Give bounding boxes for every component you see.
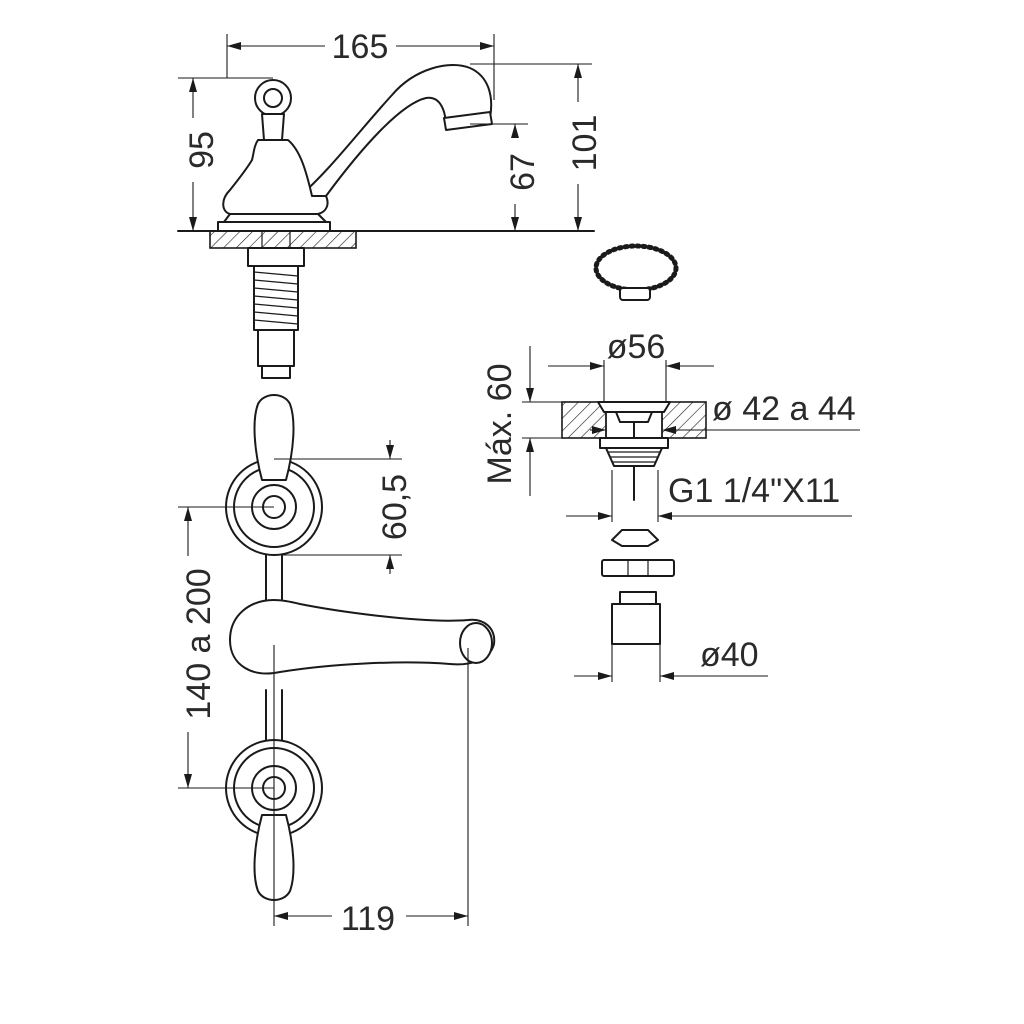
label-thread-spec: G1 1/4"X11: [668, 472, 840, 510]
dimension-lever-reach: 119: [273, 645, 469, 938]
label-total-height: 101: [566, 115, 604, 172]
handle-stem: [261, 113, 285, 141]
label-lever-reach: 119: [341, 900, 395, 938]
spout: [299, 64, 493, 197]
base-plate: [217, 221, 331, 232]
dimension-centers-range: 140 a 200: [178, 506, 274, 789]
handle-ring-hole: [263, 88, 283, 108]
drain-nut: [599, 437, 669, 449]
drain-flange: [597, 401, 671, 413]
dimension-spout-clearance: 67: [470, 123, 542, 231]
base-flange: [223, 213, 327, 223]
tailpiece: [611, 603, 661, 645]
shank-threads: [253, 231, 299, 325]
lock-nut: [247, 247, 305, 267]
inlet-tube: [257, 329, 295, 367]
drain-threads: [608, 451, 660, 463]
label-max-thickness: Máx. 60: [481, 364, 519, 485]
label-handle-height: 95: [183, 131, 221, 169]
friction-washer: [601, 559, 675, 577]
label-spout-clearance: 67: [504, 153, 542, 191]
rubber-washer: [611, 529, 659, 547]
dimension-spout-length: 165: [226, 28, 495, 100]
dimension-hole-diameter: ø 42 a 44: [590, 390, 860, 434]
faucet-side-view: [177, 64, 595, 379]
dimension-max-thickness: Máx. 60: [481, 346, 600, 496]
dimension-thread-spec: G1 1/4"X11: [566, 470, 852, 522]
tailpiece-top: [619, 591, 657, 605]
dimension-handle-height: 95: [178, 77, 273, 231]
dimension-escutcheon-height: 60,5: [274, 440, 414, 574]
dimension-outlet-diameter: ø40: [574, 636, 768, 682]
spout-aerator-top: [459, 622, 493, 664]
counter-section: [209, 230, 357, 249]
upper-lever-handle: [253, 394, 295, 481]
chain-clip: [619, 287, 651, 301]
spout-top-view: [229, 599, 496, 675]
dimension-drain-diameter: ø56: [548, 328, 714, 402]
faucet-body: [222, 139, 329, 215]
bead-chain: [593, 243, 679, 293]
label-outlet-diameter: ø40: [700, 636, 759, 674]
label-centers-range: 140 a 200: [180, 568, 218, 719]
drain-assembly: [561, 243, 707, 645]
inlet-end: [261, 365, 291, 379]
dimension-total-height: 101: [470, 63, 604, 231]
label-spout-length: 165: [332, 28, 389, 66]
label-escutcheon-height: 60,5: [376, 474, 414, 540]
stopper: [615, 411, 653, 423]
label-drain-diameter: ø56: [607, 328, 666, 366]
faucet-top-view: [225, 394, 496, 901]
label-hole-diameter: ø 42 a 44: [712, 390, 856, 428]
